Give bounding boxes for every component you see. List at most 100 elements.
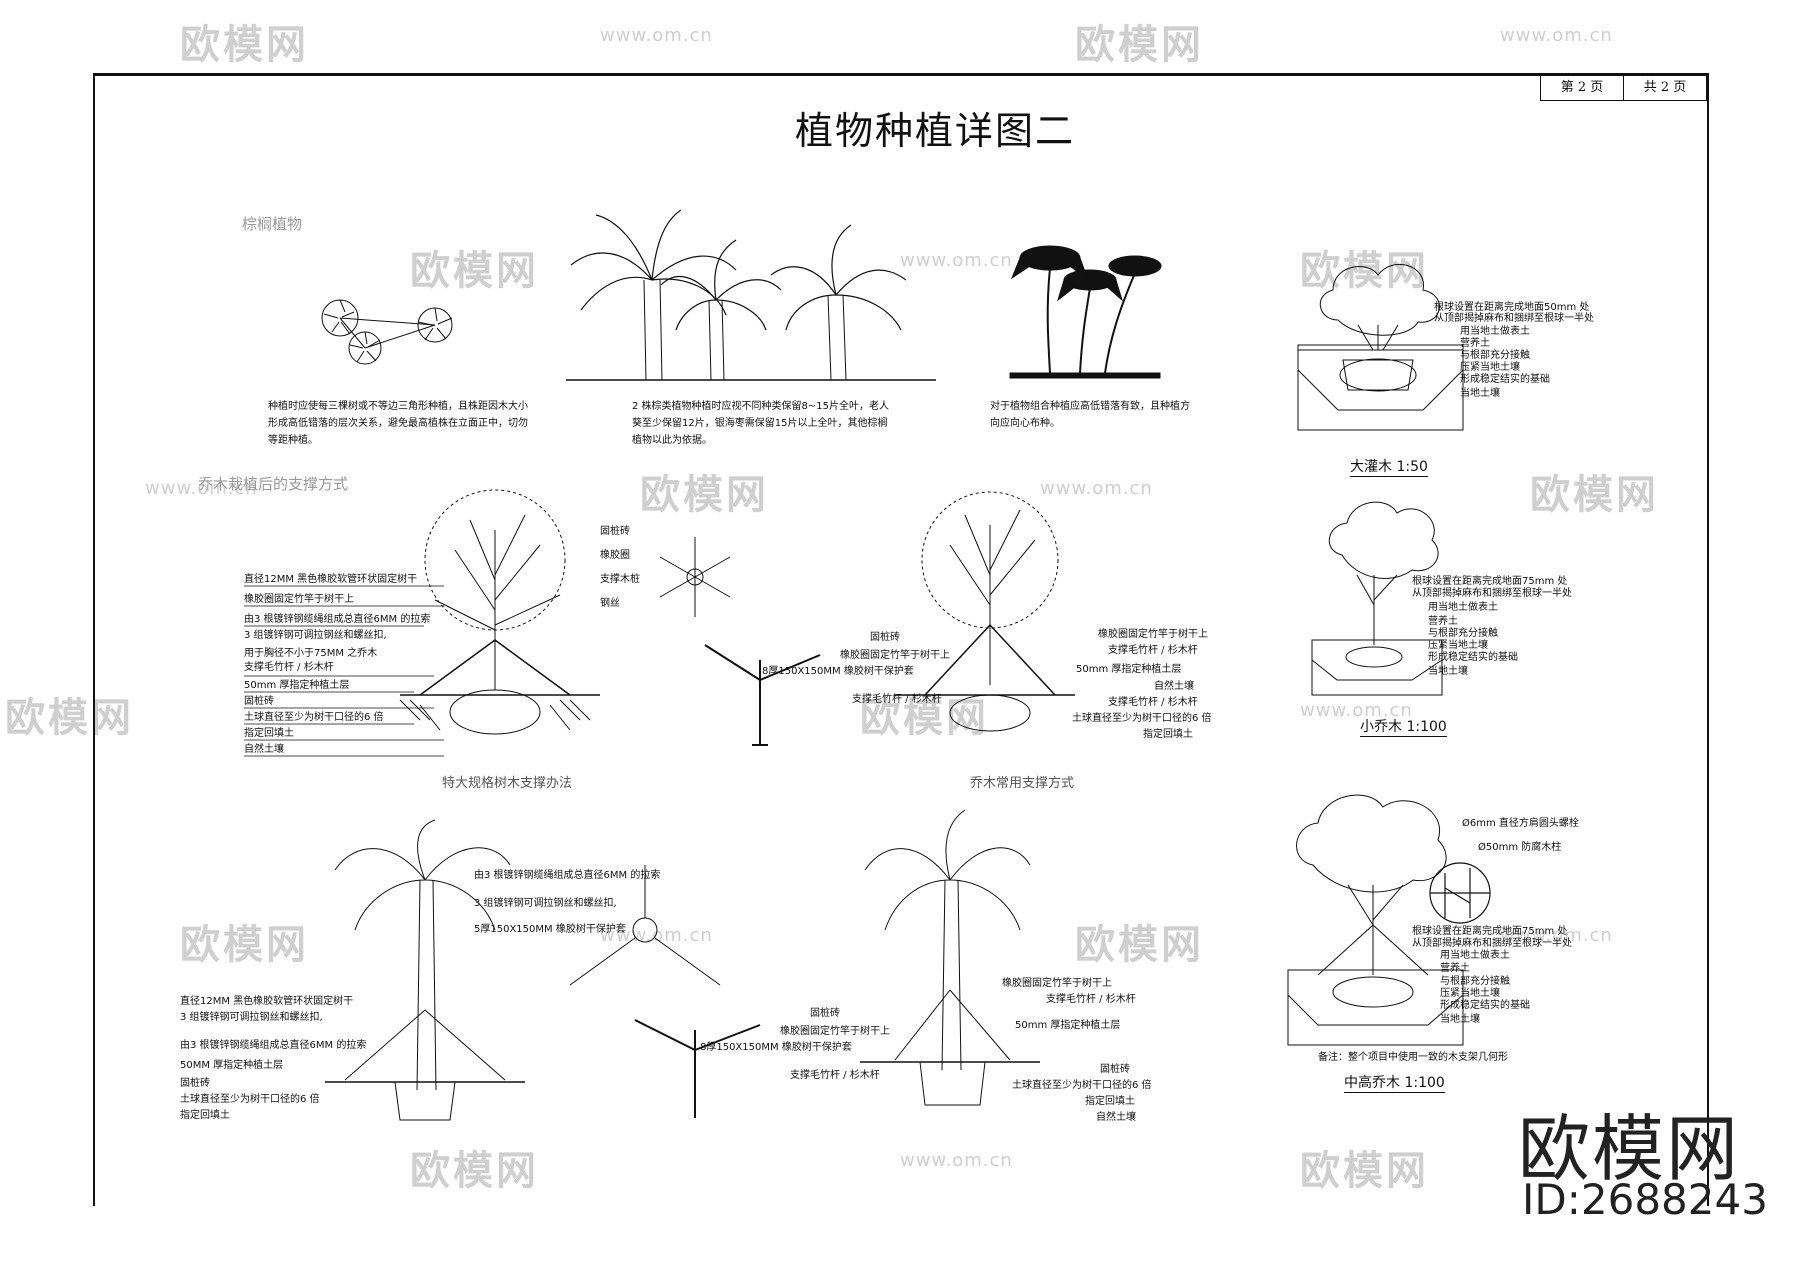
mid-tree-label: 营养土 — [1440, 963, 1470, 974]
palm-elevation-drawing — [566, 209, 936, 381]
watermark: 欧模网 — [410, 1148, 539, 1194]
large-shrub-label: 根球设置在距离完成地面50mm 处 — [1434, 302, 1590, 313]
small-tree-label: 压紧当地土壤 — [1428, 640, 1488, 651]
sheet-frame — [93, 73, 1709, 1206]
support-plan-drawing — [659, 537, 731, 617]
common-support-label: 支撑毛竹杆 / 杉木杆 — [1108, 697, 1198, 708]
palm-support-left-drawing — [325, 819, 525, 1121]
palm-left-label: 直径12MM 黑色橡胶软管环状固定树干 — [180, 996, 354, 1007]
palm-right-label: 橡胶圈固定竹竿于树干上 — [1002, 978, 1112, 989]
mid-tree-label: 用当地土做表土 — [1440, 950, 1510, 961]
palm-support-plan-drawing — [569, 865, 721, 986]
caption-common-support: 乔木常用支撑方式 — [970, 776, 1075, 791]
large-support-label: 土球直径至少为树干口径的6 倍 — [244, 712, 384, 723]
small-tree-label: 从顶部揭掉麻布和捆绑至根球一半处 — [1412, 588, 1572, 599]
common-support-label: 50mm 厚指定种植土层 — [1076, 664, 1182, 675]
plan-label: 支撑木桩 — [600, 574, 640, 585]
palm-tripod-drawing — [634, 1019, 761, 1118]
palm-left-label: 由3 根镀锌钢缆绳组成总直径6MM 的拉索 — [180, 1040, 367, 1051]
large-support-label: 固桩砖 — [244, 696, 274, 707]
tripod-label: 固桩砖 — [870, 632, 900, 643]
palm-tripod-label: 8厚150X150MM 橡胶树干保护套 — [700, 1042, 852, 1053]
page-number: 第 2 页 — [1541, 76, 1624, 100]
mid-tree-top-label: Ø6mm 直径方肩圆头螺栓 — [1462, 818, 1579, 829]
palm-left-label: 土球直径至少为树干口径的6 倍 — [180, 1094, 320, 1105]
watermark-url: www.om.cn — [600, 25, 713, 46]
mid-tree-label: 压紧当地土壤 — [1440, 988, 1500, 999]
palm-left-label: 50MM 厚指定种植土层 — [180, 1060, 284, 1071]
palm-support-right-drawing — [860, 809, 1040, 1106]
common-support-label: 土球直径至少为树干口径的6 倍 — [1072, 713, 1212, 724]
watermark: 欧模网 — [5, 695, 134, 741]
watermark: 欧模网 — [410, 248, 539, 294]
plan-label: 橡胶圈 — [600, 550, 630, 561]
mid-tree-label: 当地土壤 — [1440, 1014, 1480, 1025]
palm-right-label: 土球直径至少为树干口径的6 倍 — [1012, 1080, 1152, 1091]
tripod-label: 橡胶圈固定竹竿于树干上 — [840, 650, 950, 661]
watermark: 欧模网 — [180, 922, 309, 968]
common-support-label: 橡胶圈固定竹竿于树干上 — [1098, 629, 1208, 640]
scale-small-tree: 小乔木 1:100 — [1360, 716, 1447, 737]
large-shrub-label: 当地土壤 — [1460, 388, 1500, 399]
coconut-palm-drawing — [1009, 245, 1162, 379]
small-tree-label: 根球设置在距离完成地面75mm 处 — [1412, 576, 1568, 587]
caption-large-support: 特大规格树木支撑办法 — [442, 776, 573, 791]
common-support-label: 自然土壤 — [1154, 681, 1194, 692]
mid-tree-drawing — [1287, 794, 1464, 1046]
plan-label: 钢丝 — [600, 598, 620, 609]
tripod-label: 支撑毛竹杆 / 杉木杆 — [852, 694, 942, 705]
watermark-url: www.om.cn — [900, 250, 1013, 271]
watermark-url: www.om.cn — [1500, 925, 1613, 946]
small-tree-label: 与根部充分接触 — [1428, 628, 1498, 639]
small-tree-label: 形成稳定结实的基础 — [1428, 652, 1518, 663]
mid-tree-label: 根球设置在距离完成地面75mm 处 — [1412, 926, 1568, 937]
large-support-label: 橡胶圈固定竹竿于树干上 — [244, 594, 354, 605]
palm-mid-label: 3 组镀锌钢可调拉钢丝和螺丝扣, — [474, 898, 617, 909]
brand-id: ID:2688243 — [1522, 1175, 1768, 1224]
watermark-url: www.om.cn — [1500, 25, 1613, 46]
small-tree-label: 营养土 — [1428, 616, 1458, 627]
palm-note-3: 对于植物组合种植应高低错落有致，且种植方向应向心布种。 — [990, 401, 1190, 429]
drawing-title: 植物种植详图二 — [794, 109, 1075, 153]
brand-logo-text: 欧模网 — [1518, 1107, 1741, 1191]
watermark: 欧模网 — [1530, 472, 1659, 518]
mid-tree-top-label: Ø50mm 防腐木柱 — [1478, 842, 1562, 853]
small-tree-label: 当地土壤 — [1428, 666, 1468, 677]
watermark: 欧模网 — [1075, 22, 1204, 68]
mid-tree-label: 形成稳定结实的基础 — [1440, 1000, 1530, 1011]
palm-right-label: 固桩砖 — [1100, 1064, 1130, 1075]
palm-right-label: 支撑毛竹杆 / 杉木杆 — [1046, 994, 1136, 1005]
large-support-label: 直径12MM 黑色橡胶软管环状固定树干 — [244, 574, 418, 585]
large-support-label: 3 组镀锌钢可调拉钢丝和螺丝扣, — [244, 630, 387, 641]
scale-large-shrub: 大灌木 1:50 — [1350, 456, 1428, 477]
palm-plan-drawing — [321, 299, 453, 365]
bolt-detail-drawing — [1429, 862, 1491, 924]
large-shrub-label: 从顶部揭掉麻布和捆绑至根球一半处 — [1434, 313, 1594, 324]
watermark: 欧模网 — [1075, 922, 1204, 968]
mid-tree-remark: 备注：整个项目中使用一致的木支架几何形 — [1318, 1052, 1508, 1063]
mid-tree-label: 从顶部揭掉麻布和捆绑至根球一半处 — [1412, 938, 1572, 949]
palm-section-label: 棕榈植物 — [242, 215, 303, 233]
large-support-label: 支撑毛竹杆 / 杉木杆 — [244, 662, 334, 673]
tripod-support-drawing — [704, 644, 821, 746]
large-shrub-label: 与根部充分接触 — [1460, 350, 1530, 361]
small-tree-label: 用当地土做表土 — [1428, 602, 1498, 613]
watermark-url: www.om.cn — [1040, 478, 1153, 499]
watermark: 欧模网 — [860, 695, 989, 741]
large-support-label: 自然土壤 — [244, 744, 284, 755]
palm-note-1: 种植时应使每三棵树或不等边三角形种植，且株距因木大小形成高低错落的层次关系，避免… — [268, 401, 528, 446]
large-support-label: 50mm 厚指定种植土层 — [244, 680, 350, 691]
palm-note-2: 2 株棕类植物种植时应视不同种类保留8~15片全叶，老人葵至少保留12片，银海枣… — [632, 401, 890, 446]
common-tree-support-drawing — [895, 491, 1075, 732]
watermark-url: www.om.cn — [145, 478, 258, 499]
tripod-label: 8厚150X150MM 橡胶树干保护套 — [762, 666, 914, 677]
large-shrub-label: 压紧当地土壤 — [1460, 362, 1520, 373]
page-total: 共 2 页 — [1643, 80, 1687, 95]
mid-tree-label: 与根部充分接触 — [1440, 976, 1510, 987]
palm-left-label: 指定回填土 — [180, 1110, 230, 1121]
watermark: 欧模网 — [1300, 248, 1429, 294]
watermark: 欧模网 — [180, 22, 309, 68]
scale-mid-tree: 中高乔木 1:100 — [1344, 1072, 1445, 1093]
palm-tripod-label: 固桩砖 — [810, 1008, 840, 1019]
large-support-leaders — [244, 585, 444, 757]
